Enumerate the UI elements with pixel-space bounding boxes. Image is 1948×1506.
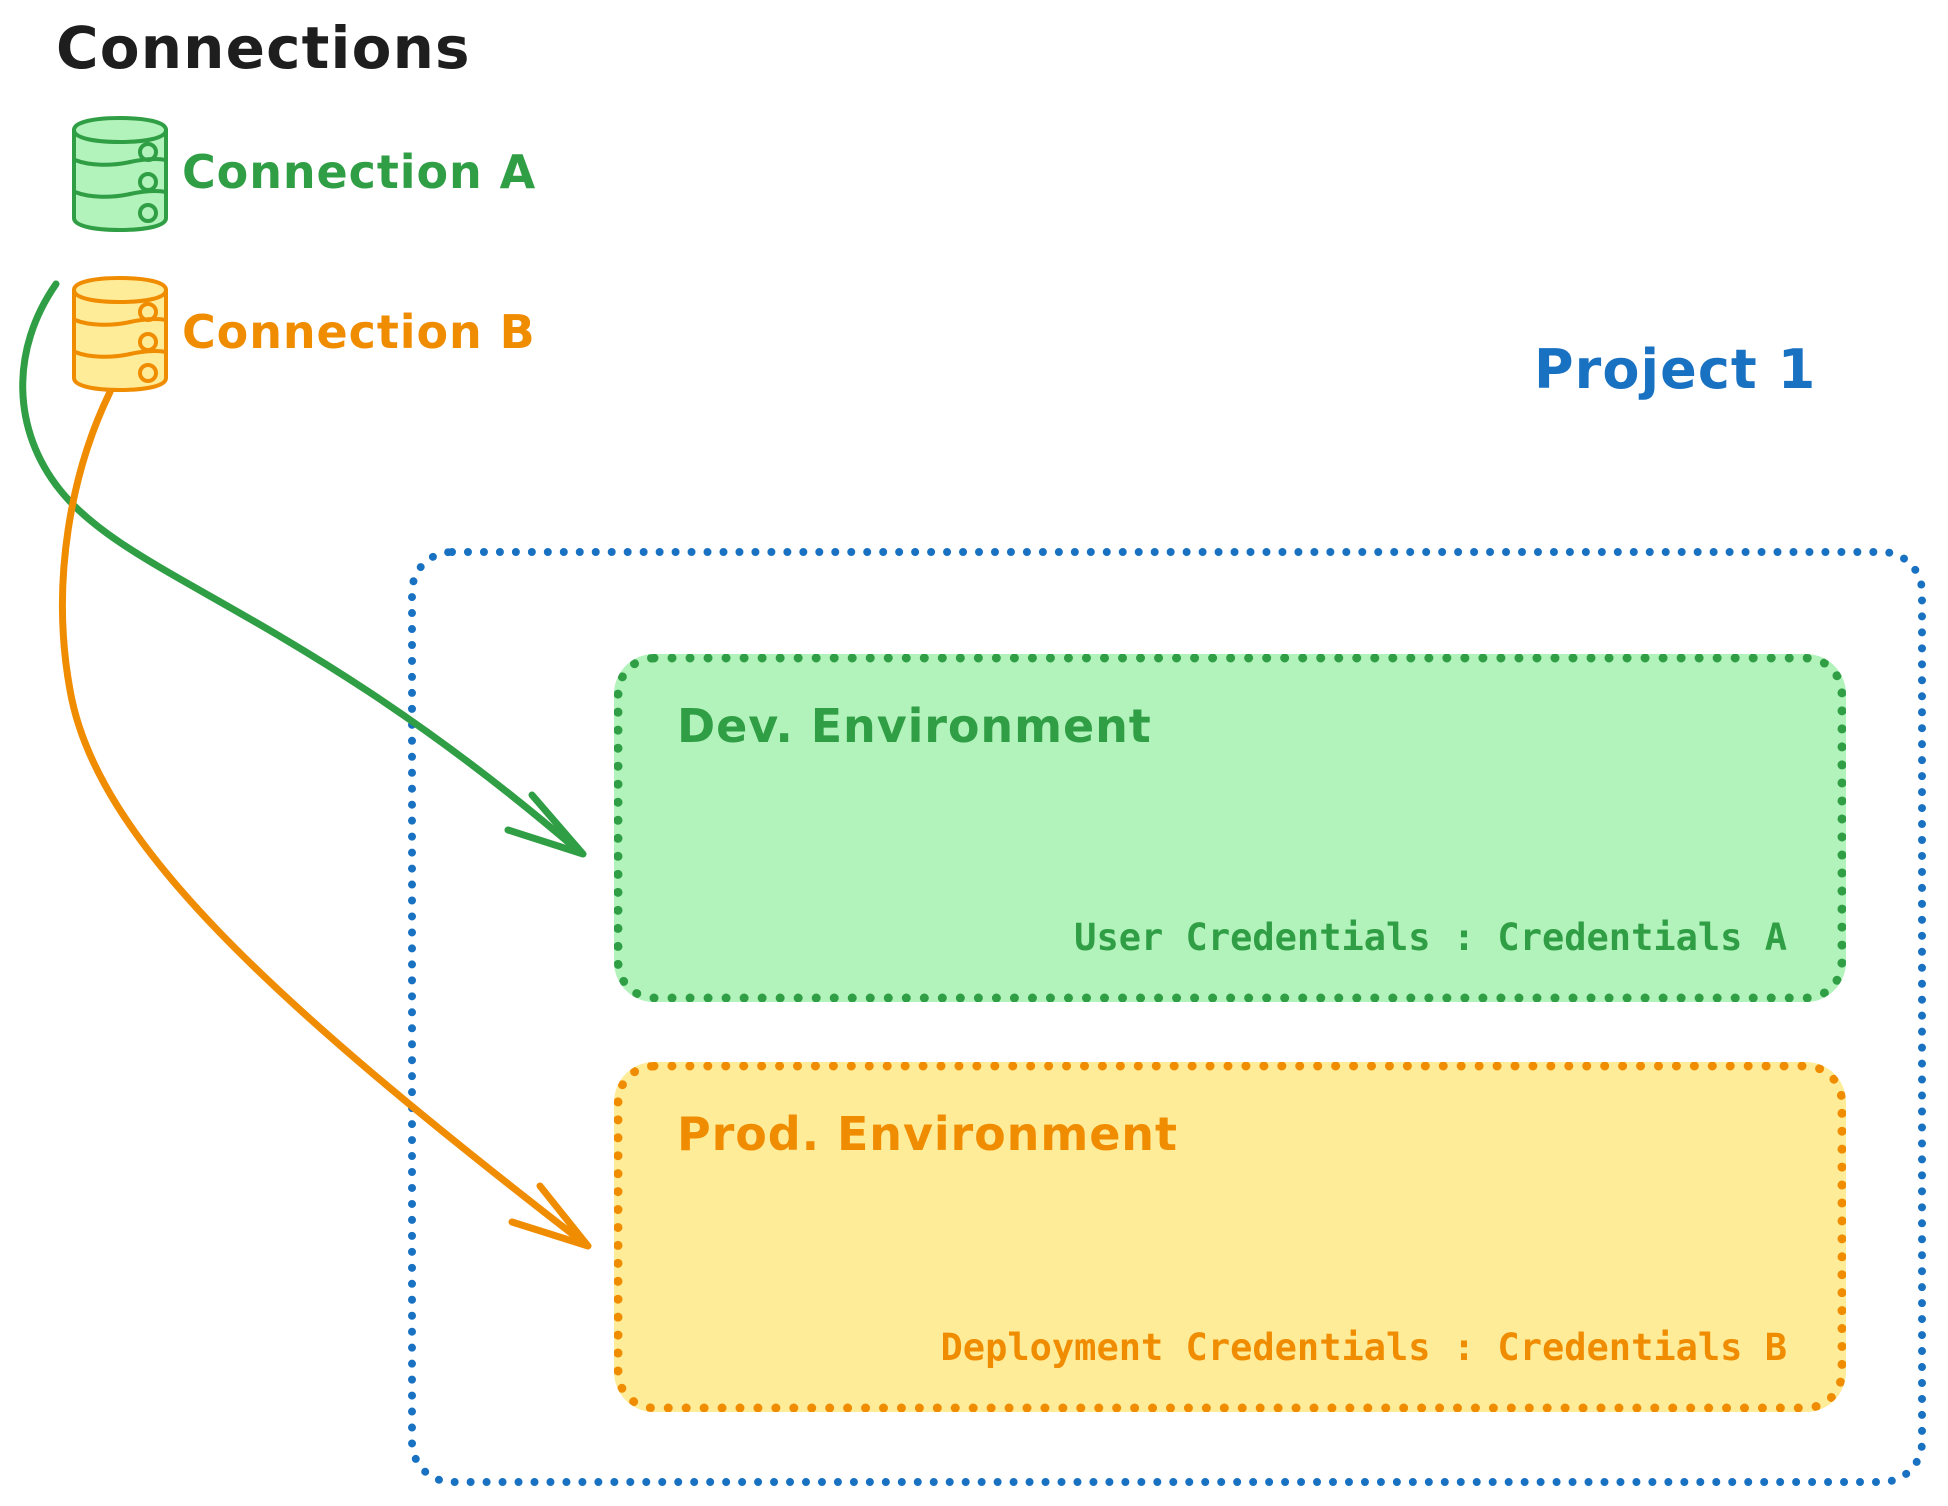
prod-environment-box: Prod. Environment Deployment Credentials… [614, 1062, 1846, 1412]
page-title: Connections [56, 14, 471, 82]
database-icon [68, 274, 172, 394]
project-title: Project 1 [1534, 338, 1817, 401]
prod-environment-credentials: Deployment Credentials : Credentials B [940, 1326, 1787, 1369]
database-icon [68, 114, 172, 234]
connection-b-label: Connection B [182, 305, 536, 359]
connection-a-label: Connection A [182, 145, 537, 199]
dev-environment-credentials: User Credentials : Credentials A [1074, 916, 1787, 959]
dev-environment-title: Dev. Environment [677, 699, 1152, 753]
prod-environment-title: Prod. Environment [677, 1107, 1178, 1161]
dev-environment-box: Dev. Environment User Credentials : Cred… [614, 654, 1846, 1002]
